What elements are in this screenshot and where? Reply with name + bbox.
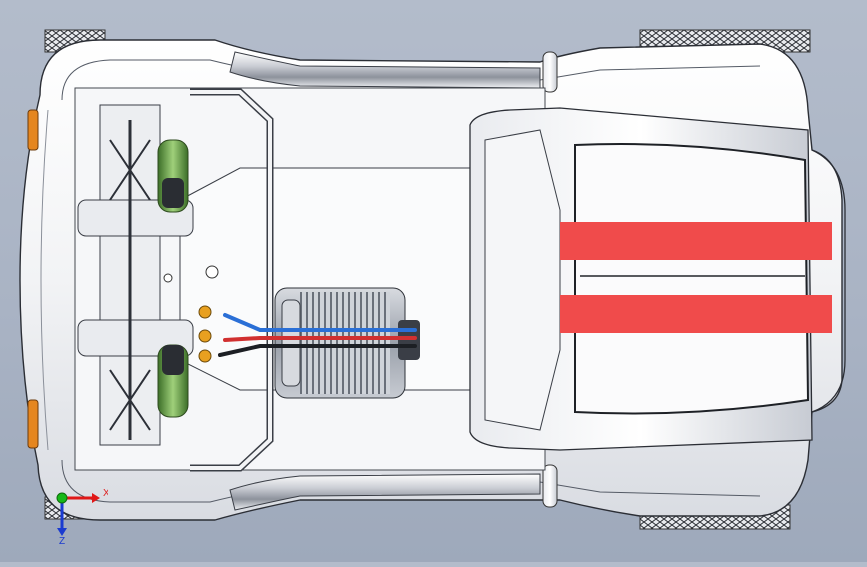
roll-bar — [190, 90, 272, 470]
side-rail-bottom — [229, 473, 541, 511]
z-axis-label: Z — [59, 536, 65, 544]
x-axis-label: X — [103, 488, 108, 499]
racing-stripe-1 — [560, 222, 832, 260]
motor — [274, 287, 420, 399]
axis-triad: X Z — [56, 488, 108, 544]
racing-stripe-2 — [560, 295, 832, 333]
rear-suspension — [77, 104, 219, 446]
y-axis-dot — [56, 492, 68, 504]
motor-wires — [198, 305, 417, 363]
hood — [574, 143, 810, 415]
body-post-bottom — [542, 464, 558, 508]
taillight-left — [27, 109, 39, 151]
windshield — [484, 129, 561, 431]
taillight-right — [27, 399, 39, 449]
body-post-top — [542, 51, 558, 93]
